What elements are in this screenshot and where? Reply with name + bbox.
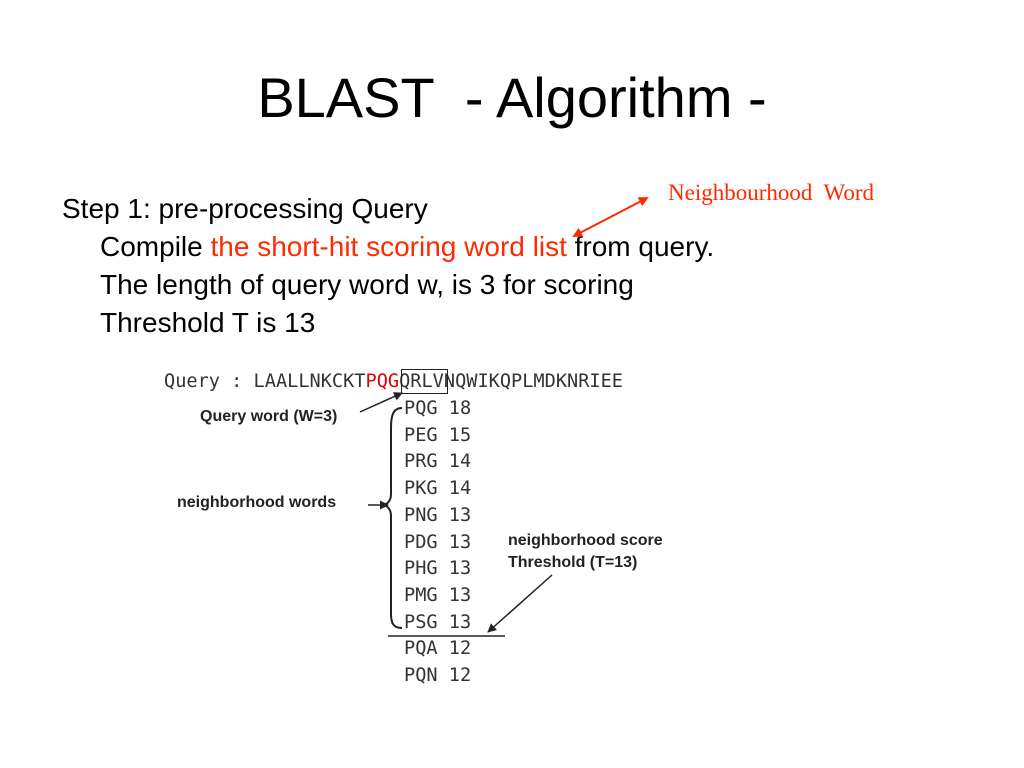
threshold-arrow — [487, 574, 553, 633]
query-sequence: Query : LAALLNKCKTPQGQRLVNQWIKQPLMDKNRIE… — [164, 371, 623, 393]
score: 13 — [448, 504, 472, 526]
query-word: PQG — [365, 371, 400, 392]
word: PQN — [404, 665, 438, 686]
neighborhood-word-row: PQG 18 — [404, 398, 471, 420]
score: 15 — [448, 424, 472, 446]
word: PSG — [404, 611, 438, 633]
score: 12 — [448, 638, 472, 660]
neighborhood-word-row: PQN 12 — [404, 665, 471, 687]
score: 14 — [448, 451, 472, 473]
slide-title: BLAST - Algorithm - — [257, 66, 767, 129]
neighborhood-word-row: PEG 15 — [404, 425, 471, 447]
neighborhood-word-row: PRG 14 — [404, 451, 471, 473]
query-word-label: Query word (W=3) — [200, 408, 338, 425]
query-word-arrow — [359, 392, 403, 413]
word: PHG — [404, 558, 438, 580]
neighborhood-word-row: PSG 13 — [404, 612, 471, 634]
neighborhood-word-row: PKG 14 — [404, 478, 471, 500]
compile-prefix: Compile — [100, 231, 211, 262]
score: 13 — [448, 584, 472, 606]
neighborhood-word-row: PDG 13 — [404, 532, 471, 554]
step-text-block: Step 1: pre-processing Query Compile the… — [62, 190, 714, 342]
neighborhood-word-row: PNG 13 — [404, 505, 471, 527]
word: PEG — [404, 424, 438, 446]
neighborhood-word-row: PQA 12 — [404, 638, 471, 660]
word: PDG — [404, 531, 438, 553]
threshold-label-line1: neighborhood score — [508, 532, 663, 549]
score: 12 — [448, 665, 472, 686]
score: 14 — [448, 478, 472, 500]
score: 13 — [448, 611, 472, 633]
neighbourhood-word-annotation: Neighbourhood Word — [668, 180, 874, 205]
step-line-compile: Compile the short-hit scoring word list … — [62, 228, 714, 266]
word: PKG — [404, 478, 438, 500]
annotation-arrow — [572, 197, 649, 237]
step-line-threshold: Threshold T is 13 — [100, 307, 316, 338]
neighborhood-word-row: PHG 13 — [404, 558, 471, 580]
step-line-length: The length of query word w, is 3 for sco… — [100, 269, 634, 300]
word-list-highlight: the short-hit scoring word list — [210, 231, 567, 262]
threshold-label-line2: Threshold (T=13) — [508, 554, 638, 571]
score: 18 — [448, 398, 472, 419]
score: 13 — [448, 558, 472, 580]
word: PMG — [404, 584, 438, 606]
word: PQG — [404, 398, 438, 419]
query-prefix: Query : LAALLNKCKT — [164, 371, 366, 392]
query-word-box — [401, 369, 448, 394]
word: PQA — [404, 638, 438, 660]
neighborhood-words-label: neighborhood words — [177, 494, 337, 511]
neighborhood-brace — [381, 407, 403, 629]
step-heading: Step 1: pre-processing Query — [62, 193, 428, 224]
query-suffix: QRLVNQWIKQPLMDKNRIEE — [399, 371, 623, 392]
score: 13 — [448, 531, 472, 553]
word: PRG — [404, 451, 438, 473]
word: PNG — [404, 504, 438, 526]
neighborhood-word-row: PMG 13 — [404, 585, 471, 607]
